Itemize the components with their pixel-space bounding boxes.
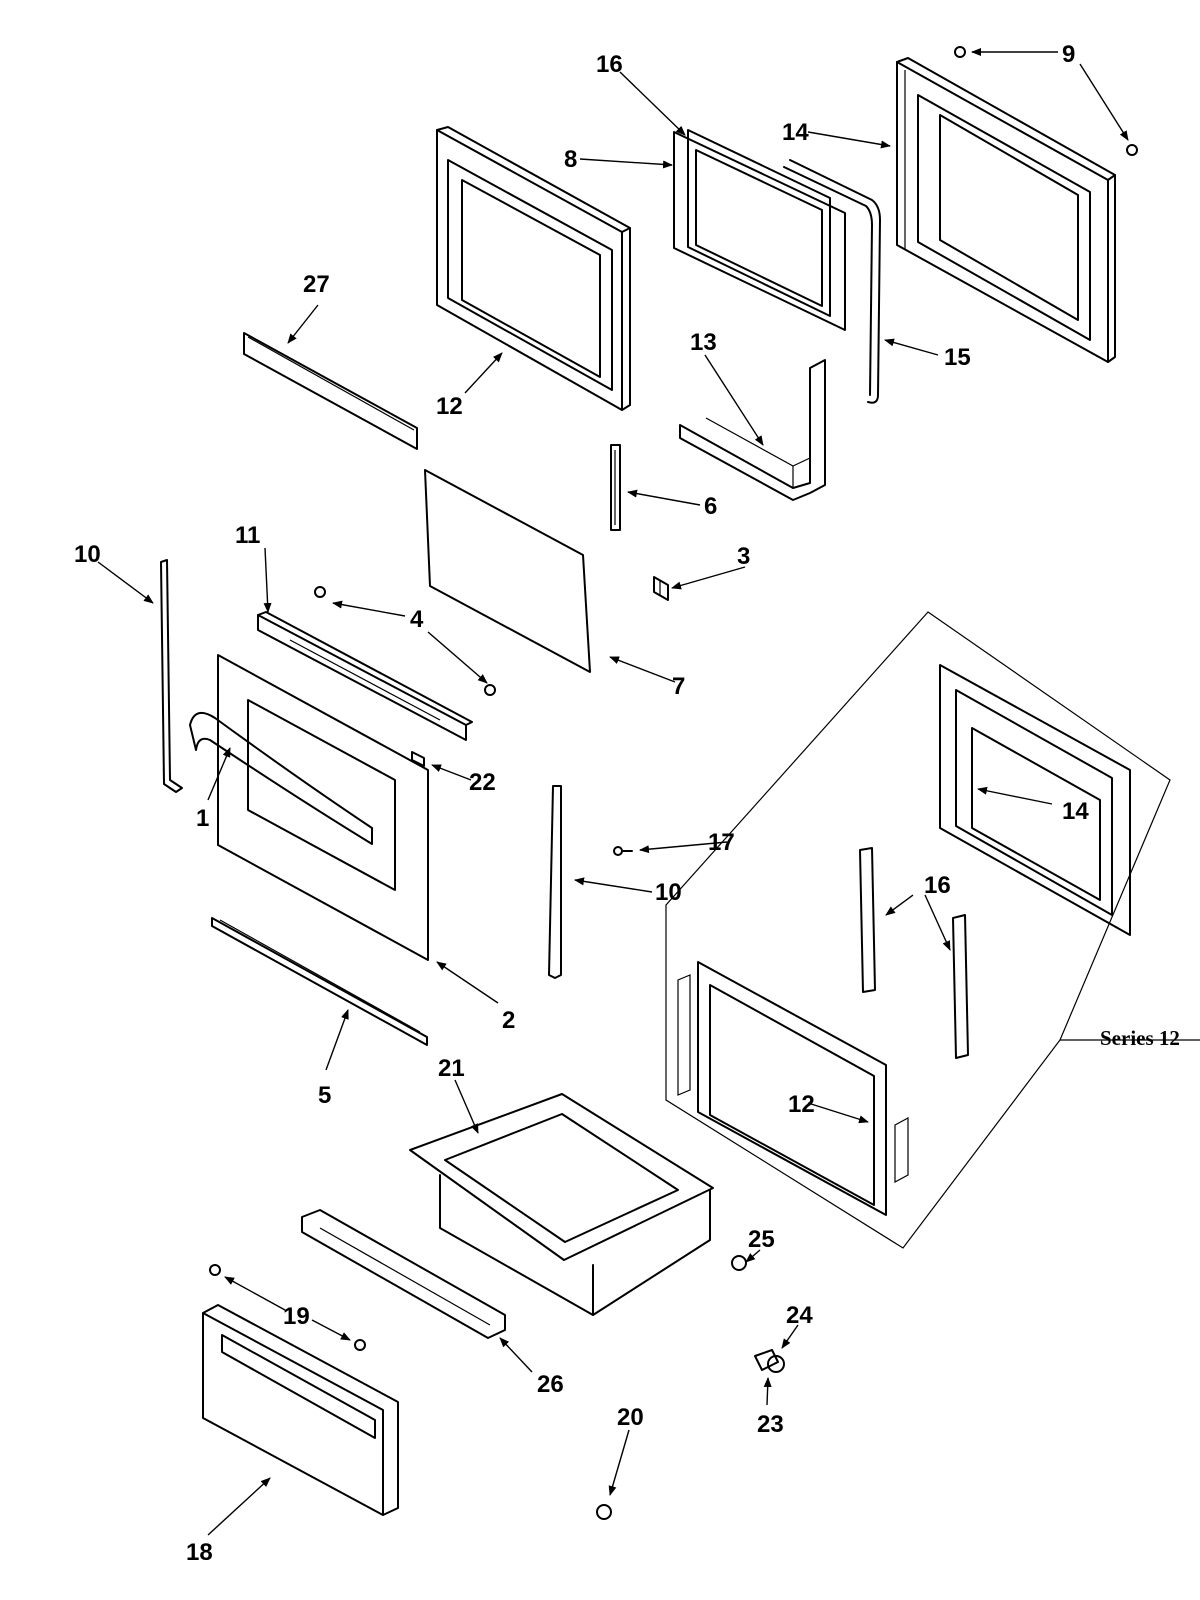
callout-7: 7 (672, 673, 685, 700)
callout-11: 11 (235, 522, 260, 549)
callout-16-top: 16 (596, 51, 623, 78)
part-3-clip (653, 576, 669, 601)
callout-10-right: 10 (655, 879, 682, 906)
callout-6: 6 (704, 493, 717, 520)
series-label: Series 12 (1100, 1026, 1180, 1050)
callout-14-series: 14 (1062, 798, 1089, 825)
callout-24: 24 (786, 1302, 813, 1329)
callout-17: 17 (708, 829, 735, 856)
callout-18: 18 (186, 1539, 213, 1566)
part-27-trim-strip (243, 332, 418, 450)
part-10-left-door-trim (160, 559, 183, 793)
part-6-spacer (610, 444, 621, 531)
callout-15: 15 (944, 344, 971, 371)
callout-16-series: 16 (924, 872, 951, 899)
callout-5: 5 (318, 1082, 331, 1109)
callout-26: 26 (537, 1371, 564, 1398)
callout-9: 9 (1062, 41, 1075, 68)
callout-2: 2 (502, 1007, 515, 1034)
callout-8: 8 (564, 146, 577, 173)
callout-20: 20 (617, 1404, 644, 1431)
part-7-glass-pane (424, 469, 591, 673)
part-22-badge (411, 751, 425, 767)
callout-22: 22 (469, 769, 496, 796)
callout-21: 21 (438, 1055, 465, 1082)
part-10-right-door-trim (548, 785, 562, 979)
callout-14-top: 14 (782, 119, 809, 146)
part-20-nut (596, 1504, 612, 1520)
part-2-outer-door-panel (217, 654, 429, 961)
part-9-screw-right (1126, 144, 1138, 156)
callout-23: 23 (757, 1411, 784, 1438)
callout-27: 27 (303, 271, 330, 298)
leader-lines (97, 48, 1129, 1536)
part-21-storage-drawer (409, 1093, 714, 1316)
part-14-door-inner-panel (896, 57, 1116, 363)
series-12-inset (665, 611, 1200, 1249)
part-4-screw-left (314, 586, 326, 598)
part-19-screw-left (209, 1264, 221, 1276)
callout-12-top: 12 (436, 393, 463, 420)
part-5-bottom-trim (211, 917, 428, 1046)
callout-numbers: 9 16 8 14 15 27 12 13 6 3 7 10 11 4 22 1… (74, 41, 1180, 1566)
callout-3: 3 (737, 543, 750, 570)
part-12-door-liner (436, 126, 631, 411)
part-23-24-leveling-leg (754, 1349, 785, 1373)
part-15-gasket (783, 159, 881, 404)
callout-1: 1 (196, 805, 209, 832)
part-9-screw-top (954, 46, 966, 58)
part-1-door-handle (189, 711, 373, 845)
part-8-glass-pack (673, 129, 846, 331)
callout-25: 25 (748, 1226, 775, 1253)
callout-19: 19 (283, 1303, 310, 1330)
part-18-drawer-front (202, 1304, 399, 1516)
callout-12-series: 12 (788, 1091, 815, 1118)
part-4-screw-right (484, 684, 496, 696)
part-25-nut (731, 1255, 747, 1271)
callout-10-left: 10 (74, 541, 101, 568)
part-13-insulation-channel (679, 359, 826, 501)
callout-13: 13 (690, 329, 717, 356)
callout-4: 4 (410, 606, 424, 633)
part-26-drawer-rail (301, 1209, 506, 1339)
part-19-screw-right (354, 1339, 366, 1351)
part-11-vent-trim (257, 611, 473, 741)
part-17-screw (613, 846, 633, 856)
